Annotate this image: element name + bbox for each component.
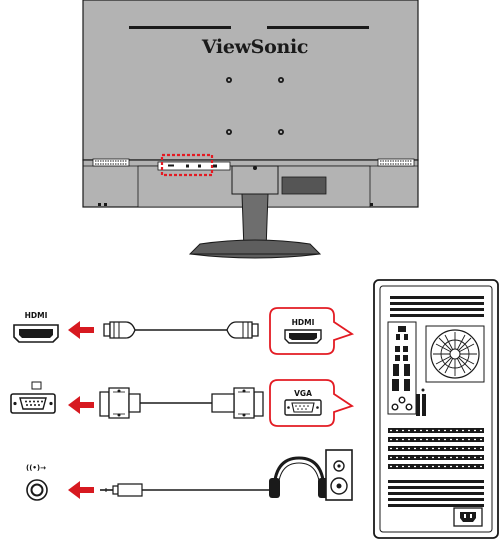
hdmi-port-icon bbox=[284, 329, 322, 344]
vesa-screw-icon bbox=[226, 77, 284, 135]
pc-tower bbox=[373, 279, 499, 539]
io-strip bbox=[157, 161, 231, 171]
side-vent-slots bbox=[416, 394, 426, 416]
vga-callout-label: VGA bbox=[294, 389, 312, 398]
audio-port-group: ((•)→ bbox=[26, 464, 48, 501]
vga-port-group bbox=[10, 381, 56, 414]
vga-cable-icon bbox=[99, 387, 264, 419]
motherboard-io-panel bbox=[387, 321, 417, 415]
audio-jack-icon bbox=[26, 479, 48, 501]
hdmi-cable-icon bbox=[103, 321, 259, 339]
speaker-icon bbox=[325, 449, 353, 501]
headphones-icon bbox=[269, 456, 329, 498]
monitor-vga-indicator-icon bbox=[31, 381, 42, 390]
audio-cable-icon bbox=[100, 483, 272, 497]
monitor-top-vent-right bbox=[267, 26, 369, 29]
top-vent-grid bbox=[390, 296, 484, 317]
power-socket-icon bbox=[453, 507, 483, 527]
rating-label-patch bbox=[281, 176, 327, 195]
stand-base bbox=[188, 239, 322, 259]
vga-port-icon bbox=[284, 399, 322, 416]
hdmi-port-icon bbox=[13, 324, 59, 343]
bottom-vent-grid bbox=[388, 480, 484, 507]
monitor-brand-label: ViewSonic bbox=[201, 36, 308, 58]
speaker-grill-right bbox=[377, 158, 415, 167]
hdmi-callout-label: HDMI bbox=[292, 318, 315, 327]
port-highlight-box bbox=[160, 153, 214, 177]
fan-icon bbox=[425, 325, 485, 383]
expansion-slots bbox=[388, 428, 484, 469]
monitor-feet bbox=[98, 203, 373, 206]
io-ports-icon bbox=[168, 164, 217, 168]
vga-callout: VGA bbox=[269, 379, 355, 427]
hdmi-port-label: HDMI bbox=[25, 311, 48, 320]
monitor-top-vent-left bbox=[129, 26, 231, 29]
audio-symbol-label: ((•)→ bbox=[26, 464, 46, 472]
hdmi-port-group: HDMI bbox=[13, 311, 59, 343]
arrow-icon bbox=[68, 321, 94, 499]
hdmi-callout: HDMI bbox=[269, 307, 355, 355]
speaker-grill-left bbox=[92, 158, 130, 167]
stand-neck-top bbox=[231, 165, 279, 195]
monitor-rear-view: ViewSonic bbox=[82, 0, 419, 259]
vga-port-icon bbox=[10, 393, 56, 414]
monitor-back-panel bbox=[82, 0, 419, 161]
